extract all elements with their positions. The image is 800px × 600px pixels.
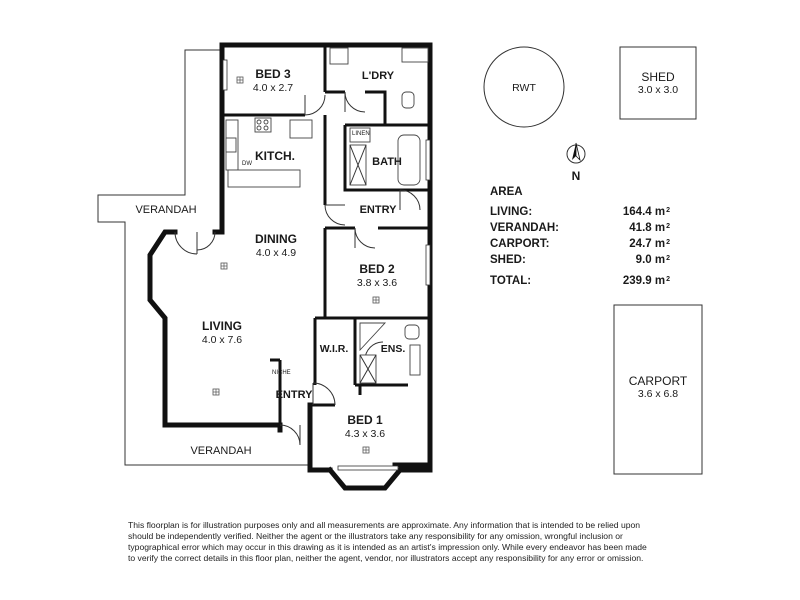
area-row-living: LIVING: 164.4 m2 <box>490 206 670 218</box>
bed2-dims: 3.8 x 3.6 <box>357 277 397 289</box>
rainwater-tank: RWT <box>483 46 565 128</box>
disclaimer-line: to verify the correct details in this fl… <box>128 553 644 563</box>
dishwasher-label: DW <box>242 161 252 167</box>
area-total-value: 239.9 m <box>622 275 666 287</box>
carport-dims: 3.6 x 6.8 <box>638 388 678 400</box>
north-label: N <box>572 169 581 183</box>
shed-dims: 3.0 x 3.0 <box>638 84 678 96</box>
disclaimer-line: This floorplan is for illustration purpo… <box>128 520 641 530</box>
carport: CARPORT 3.6 x 6.8 <box>613 304 703 475</box>
area-label: VERANDAH: <box>490 222 559 234</box>
north-arrow-icon: N <box>566 142 586 183</box>
area-label: SHED: <box>490 254 526 266</box>
rwt-label: RWT <box>512 82 536 94</box>
area-title: AREA <box>490 186 523 198</box>
linen-label: LINEN <box>352 131 370 137</box>
bed1-name: BED 1 <box>347 413 383 427</box>
light-fittings <box>212 76 380 454</box>
area-row-total: TOTAL: 239.9 m2 <box>490 275 670 287</box>
dining-dims: 4.0 x 4.9 <box>256 247 296 259</box>
verandah-top-name: VERANDAH <box>135 204 196 216</box>
living-dims: 4.0 x 7.6 <box>202 334 242 346</box>
ensuite-name: ENS. <box>381 343 406 355</box>
laundry-name: L'DRY <box>362 70 395 82</box>
carport-name: CARPORT <box>629 374 688 388</box>
area-row-verandah: VERANDAH: 41.8 m2 <box>490 222 670 234</box>
area-summary: AREA LIVING: 164.4 m2 VERANDAH: 41.8 m2 … <box>490 186 670 289</box>
verandah-bottom-name: VERANDAH <box>190 445 251 457</box>
disclaimer-line: should be independently verified. Neithe… <box>128 531 623 541</box>
entry-bottom-name: ENTRY <box>276 389 314 401</box>
entry-top-name: ENTRY <box>360 204 398 216</box>
bath-name: BATH <box>372 156 402 168</box>
niche-label: NICHE <box>272 370 291 376</box>
area-value: 41.8 m <box>629 222 666 234</box>
shed: SHED 3.0 x 3.0 <box>619 46 697 120</box>
door-swings <box>174 91 421 446</box>
bed3-dims: 4.0 x 2.7 <box>253 82 293 94</box>
area-value: 9.0 m <box>635 254 666 266</box>
area-value: 164.4 m <box>622 206 666 218</box>
area-row-shed: SHED: 9.0 m2 <box>490 254 670 266</box>
shed-name: SHED <box>641 70 675 84</box>
disclaimer: This floorplan is for illustration purpo… <box>128 520 688 564</box>
wir-name: W.I.R. <box>320 343 349 355</box>
windows <box>222 59 431 471</box>
area-label: LIVING: <box>490 206 533 218</box>
fixtures <box>225 47 429 384</box>
area-total-label: TOTAL: <box>490 275 532 287</box>
bed2-name: BED 2 <box>359 262 395 276</box>
disclaimer-line: typographical error which may occur in t… <box>128 542 647 552</box>
area-label: CARPORT: <box>490 238 550 250</box>
dining-name: DINING <box>255 232 297 246</box>
room-labels: BED 3 4.0 x 2.7 L'DRY KITCH. DW LINEN BA… <box>135 67 405 457</box>
area-row-carport: CARPORT: 24.7 m2 <box>490 238 670 250</box>
living-name: LIVING <box>202 319 242 333</box>
bed3-name: BED 3 <box>255 67 291 81</box>
kitchen-name: KITCH. <box>255 149 295 163</box>
area-value: 24.7 m <box>629 238 666 250</box>
bed1-dims: 4.3 x 3.6 <box>345 428 385 440</box>
interior-walls <box>222 45 430 425</box>
